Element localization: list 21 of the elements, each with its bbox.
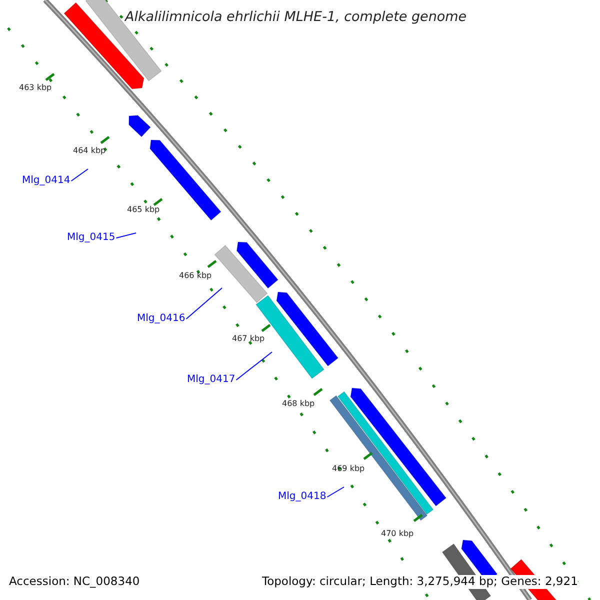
tick-label: 469 kbp xyxy=(332,465,365,473)
tick-label: 463 kbp xyxy=(19,84,52,92)
gene-label: Mlg_0418 xyxy=(278,492,326,502)
tick-label: 467 kbp xyxy=(232,335,265,343)
gene-label: Mlg_0415 xyxy=(67,233,116,243)
leader-line xyxy=(70,168,88,182)
leader-line xyxy=(236,352,272,380)
leader-line xyxy=(186,288,222,320)
genome-info-text: Topology: circular; Length: 3,275,944 bp; Genes: 2,921 xyxy=(262,575,578,588)
accession-text: Accession: NC_008340 xyxy=(9,575,140,588)
tick-label: 466 kbp xyxy=(179,272,212,280)
tick-label: 465 kbp xyxy=(127,206,160,214)
gene-label: Mlg_0414 xyxy=(22,176,70,186)
leader-line xyxy=(116,232,136,238)
gene-label: Mlg_0417 xyxy=(187,375,236,385)
tick-label: 470 kbp xyxy=(381,530,414,538)
tick-label: 468 kbp xyxy=(282,400,315,408)
leader-line xyxy=(326,486,344,498)
gene-label: Mlg_0416 xyxy=(137,314,186,324)
map-title: Alkalilimnicola ehrlichii MLHE-1, complete genome xyxy=(125,11,467,24)
tick-label: 464 kbp xyxy=(73,147,106,155)
